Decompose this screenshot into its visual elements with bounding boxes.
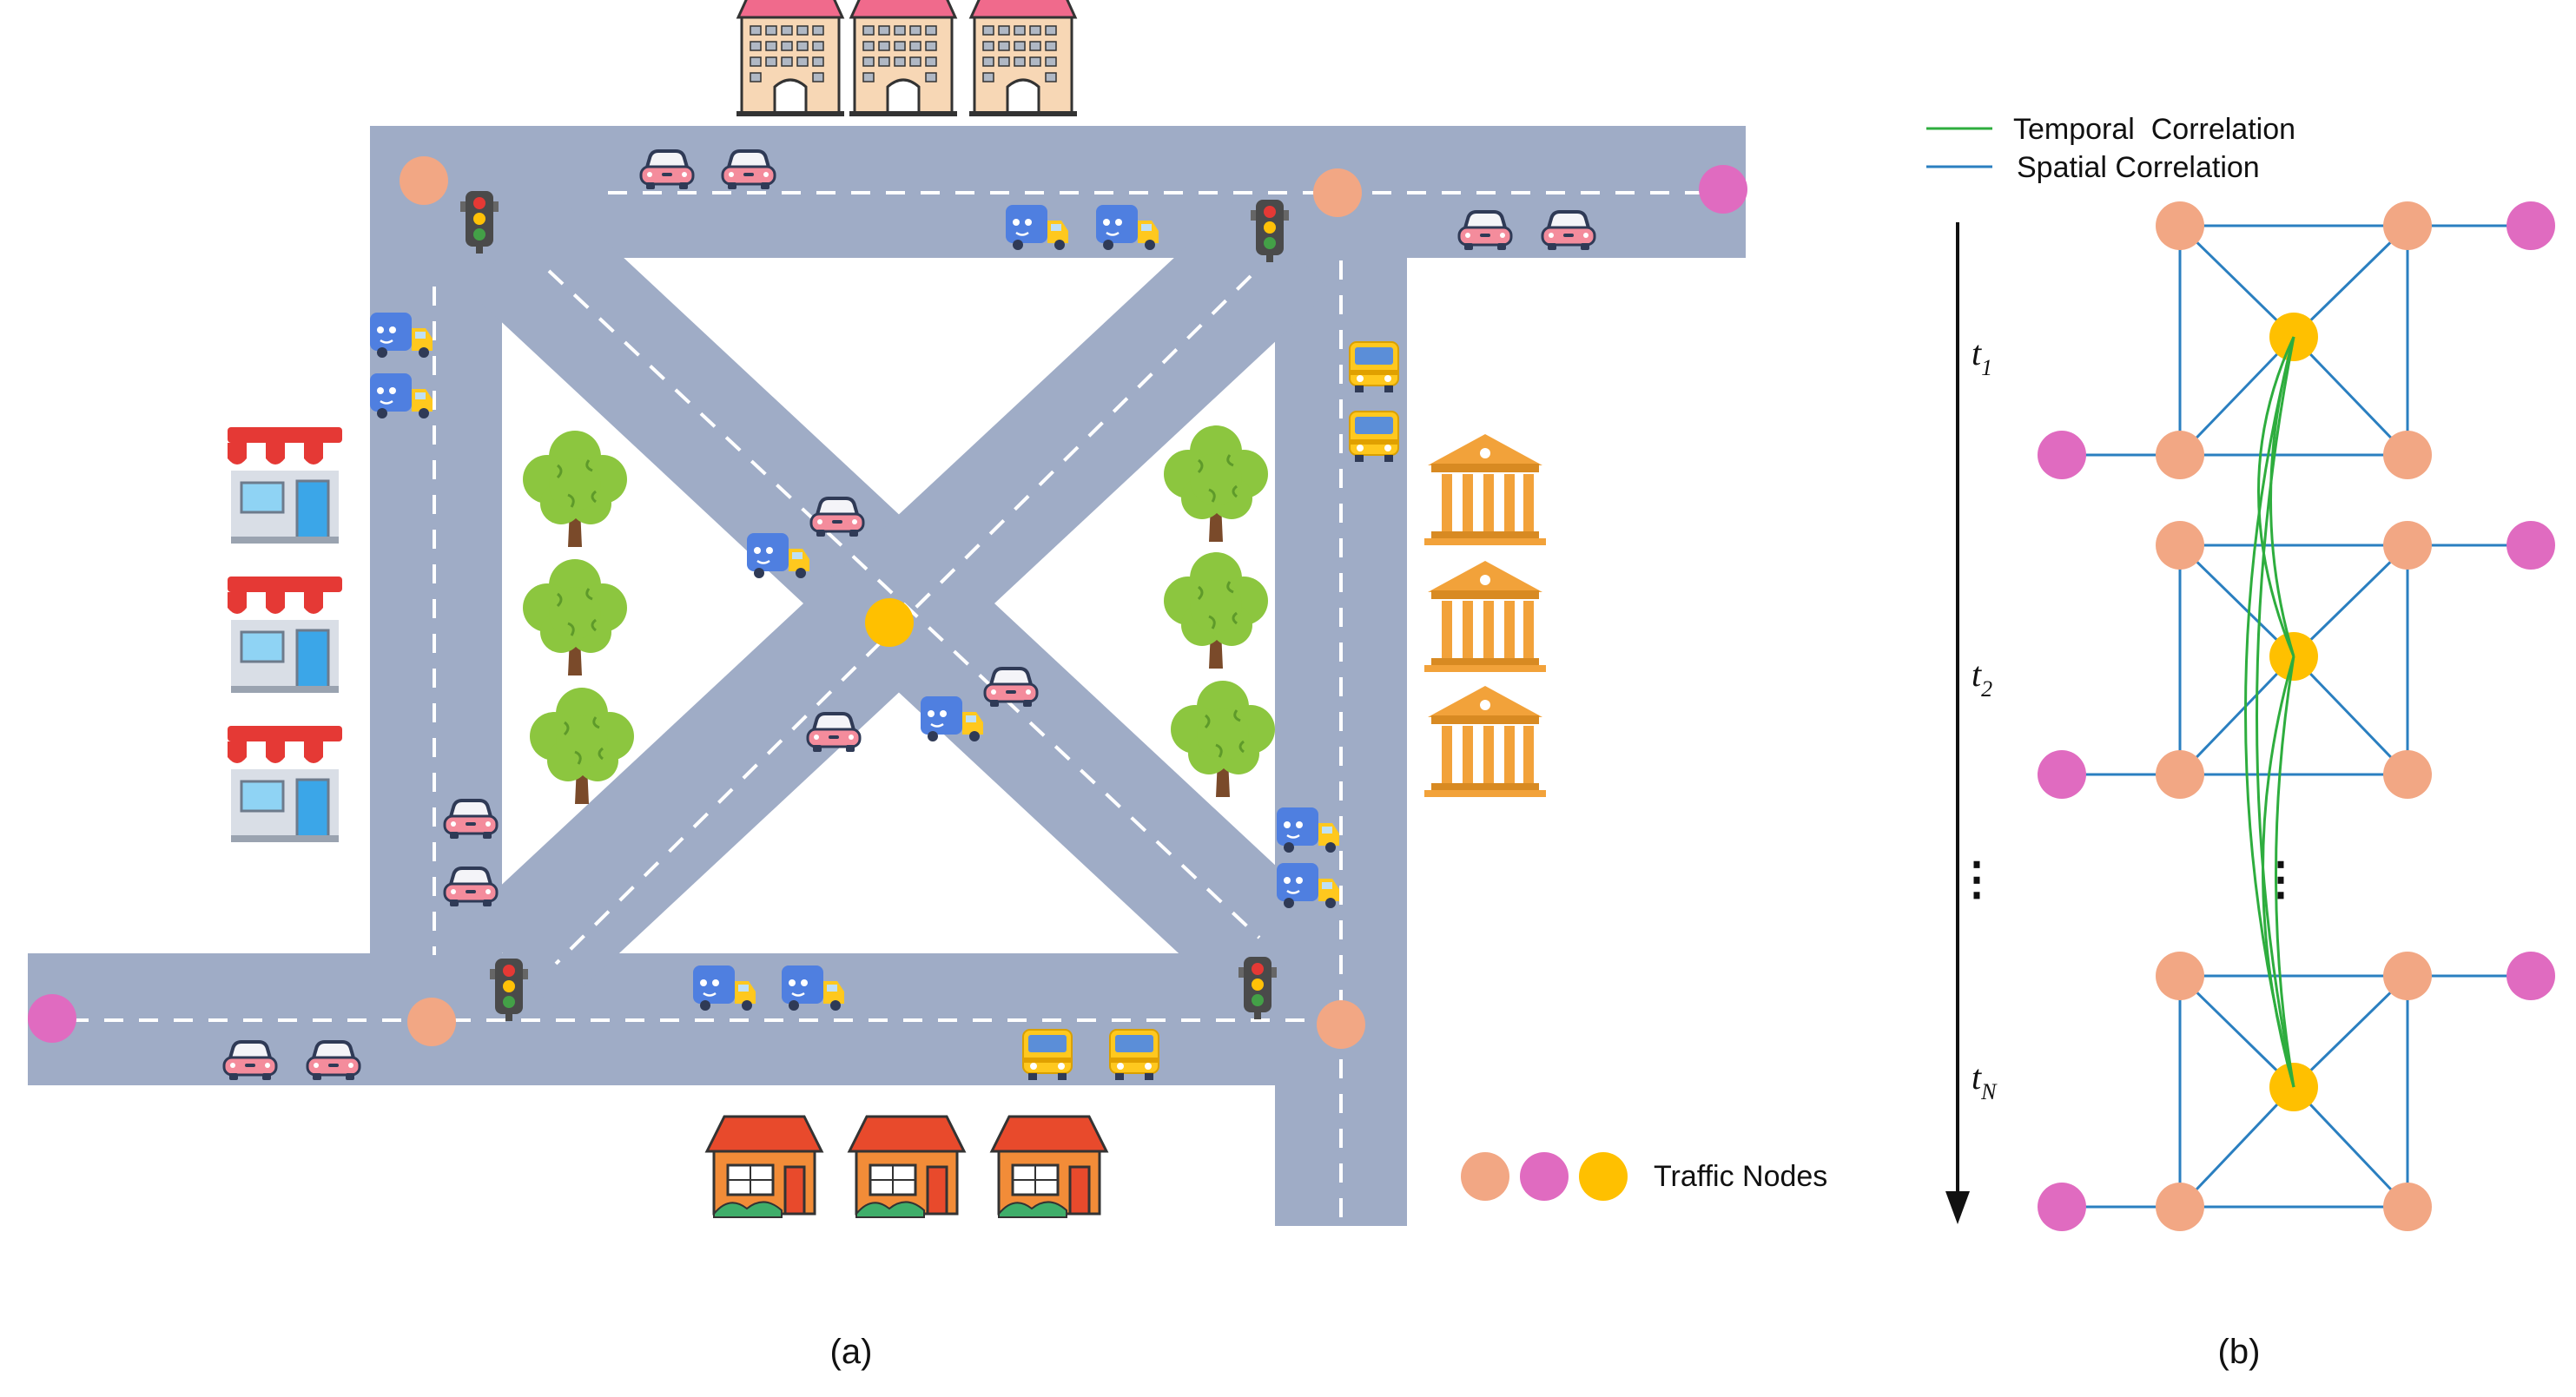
tree-icon (523, 559, 627, 675)
tree-icon (1171, 681, 1275, 797)
map-node-yellow (865, 598, 914, 647)
tree-icon (1164, 552, 1268, 669)
car-icon (1457, 210, 1513, 252)
graph-node-pink (2507, 201, 2555, 250)
time-label-tn: tN (1972, 1058, 1998, 1104)
museum-icon (1424, 434, 1546, 545)
shop-icon (226, 425, 344, 545)
graph-node-pink (2038, 1183, 2086, 1231)
shops (226, 425, 344, 844)
bus-icon (1022, 1029, 1073, 1081)
ellipsis-time: ⋮ (1954, 854, 1999, 905)
panel-a: Traffic Nodes (a) (28, 0, 1827, 1371)
museums (1424, 434, 1546, 797)
time-label-t2: t2 (1972, 655, 1992, 702)
graph-snapshot-tn (2038, 952, 2555, 1231)
temporal-correlation-edges (2244, 336, 2295, 1088)
graph-node-orange (2156, 750, 2204, 799)
map-node-orange (407, 998, 456, 1046)
car-icon (983, 667, 1039, 708)
legend-node-orange (1461, 1152, 1509, 1201)
graph-snapshots (2038, 201, 2555, 1231)
graph-node-orange (2383, 521, 2432, 570)
caption-a: (a) (830, 1333, 873, 1371)
graph-node-orange (2383, 750, 2432, 799)
graph-node-orange (2156, 1183, 2204, 1231)
map-node-orange (1313, 168, 1362, 217)
traffic-nodes-legend: Traffic Nodes (1461, 1152, 1827, 1201)
graph-node-orange (2383, 952, 2432, 1000)
graph-node-orange (2383, 201, 2432, 250)
apartment-building-icon (968, 0, 1079, 118)
graph-node-orange (2156, 201, 2204, 250)
apartment-buildings (735, 0, 1079, 118)
car-icon (1541, 210, 1596, 252)
tree-icon (1164, 425, 1268, 542)
map-node-pink (1699, 165, 1747, 214)
house-icon (705, 1115, 823, 1219)
panel-b: Temporal Correlation Spatial Correlation… (1926, 113, 2555, 1371)
graph-snapshot-t1 (2038, 201, 2555, 479)
car-icon (222, 1040, 278, 1082)
museum-icon (1424, 686, 1546, 797)
bus-icon (1349, 341, 1399, 393)
houses (705, 1115, 1108, 1219)
graph-node-pink (2038, 431, 2086, 479)
time-label-t1: t1 (1972, 333, 1992, 380)
shop-icon (226, 575, 344, 695)
car-icon (809, 497, 865, 538)
graph-node-orange (2156, 952, 2204, 1000)
house-icon (848, 1115, 966, 1219)
apartment-building-icon (735, 0, 846, 118)
graph-node-pink (2507, 952, 2555, 1000)
graph-node-orange (2383, 431, 2432, 479)
legend-node-yellow (1579, 1152, 1628, 1201)
car-icon (806, 712, 862, 754)
time-axis-arrow (1945, 222, 1970, 1224)
caption-b: (b) (2218, 1333, 2261, 1371)
car-icon (639, 149, 695, 191)
car-icon (721, 149, 776, 191)
spatial-legend-label: Spatial Correlation (2017, 151, 2260, 184)
graph-node-orange (2156, 431, 2204, 479)
graph-snapshot-t2 (2038, 521, 2555, 799)
graph-node-orange (2156, 521, 2204, 570)
shop-icon (226, 724, 344, 844)
graph-node-pink (2038, 750, 2086, 799)
car-icon (443, 867, 499, 908)
graph-node-pink (2507, 521, 2555, 570)
graph-node-orange (2383, 1183, 2432, 1231)
museum-icon (1424, 561, 1546, 672)
map-node-orange (400, 156, 448, 205)
map-node-orange (1317, 1000, 1365, 1049)
map-node-pink (28, 994, 76, 1043)
legend-node-pink (1520, 1152, 1569, 1201)
bus-icon (1109, 1029, 1159, 1081)
map-traffic-nodes (28, 156, 1747, 1049)
car-icon (443, 799, 499, 840)
car-icon (306, 1040, 361, 1082)
tree-icon (523, 431, 627, 547)
temporal-legend-label: Temporal Correlation (2013, 113, 2295, 146)
bus-icon (1349, 411, 1399, 463)
legend-label: Traffic Nodes (1654, 1160, 1827, 1193)
apartment-building-icon (848, 0, 959, 118)
correlation-legend: Temporal Correlation Spatial Correlation (1926, 113, 2295, 184)
house-icon (990, 1115, 1108, 1219)
